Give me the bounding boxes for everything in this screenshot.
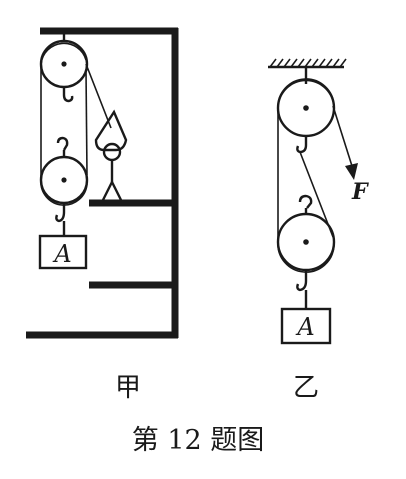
person-leg-right bbox=[110, 181, 123, 201]
weight-hook-left bbox=[55, 211, 66, 223]
person-head bbox=[102, 142, 122, 162]
rope-to-person bbox=[85, 63, 112, 129]
fixed-pulley-right bbox=[276, 78, 336, 138]
frame bbox=[26, 27, 179, 339]
ceiling-hatch bbox=[269, 58, 347, 68]
movable-pulley-left bbox=[39, 155, 89, 205]
person-figure bbox=[94, 109, 128, 201]
weight-a-left bbox=[38, 234, 88, 270]
force-label: F bbox=[351, 179, 369, 205]
weight-hook-right bbox=[296, 280, 308, 292]
rope-under-right-bottom-pulley bbox=[277, 241, 335, 273]
weight-a-right bbox=[280, 307, 332, 345]
setup-left-label: 甲 bbox=[115, 373, 141, 403]
movable-pulley-right bbox=[276, 212, 336, 272]
person-leg-left bbox=[101, 181, 114, 201]
rope-pull-end bbox=[332, 105, 353, 167]
fixed-pulley-axle bbox=[61, 61, 67, 67]
movable-pulley-right-hook bbox=[298, 194, 313, 209]
force-arrow-head bbox=[345, 163, 358, 180]
ceiling bbox=[268, 58, 347, 69]
fixed-pulley-right-hook bbox=[296, 136, 308, 154]
person-arms bbox=[94, 109, 128, 152]
figure-caption: 第 12 题图 bbox=[132, 425, 265, 456]
ropes-left bbox=[40, 42, 112, 206]
movable-pulley-axle bbox=[61, 177, 67, 183]
setup-left: A bbox=[26, 27, 179, 339]
fixed-pulley-hook bbox=[62, 87, 74, 103]
rope-under-bottom-pulley bbox=[40, 179, 88, 206]
setup-right-label: 乙 bbox=[293, 373, 319, 403]
fixed-pulley-right-axle bbox=[303, 105, 309, 111]
setup-right: F A bbox=[268, 58, 369, 345]
movable-pulley-upper-hook bbox=[56, 136, 69, 151]
rope-over-top-pulley bbox=[40, 42, 87, 65]
rope-over-right-top-pulley bbox=[277, 78, 335, 109]
movable-pulley-right-axle bbox=[303, 239, 309, 245]
weight-a-right-label: A bbox=[295, 313, 314, 341]
fixed-pulley-left bbox=[39, 39, 89, 89]
rope-right-diagonal bbox=[299, 151, 334, 238]
rope-left-inner bbox=[85, 69, 88, 176]
ropes-right bbox=[277, 78, 353, 273]
weight-a-left-label: A bbox=[52, 240, 71, 268]
